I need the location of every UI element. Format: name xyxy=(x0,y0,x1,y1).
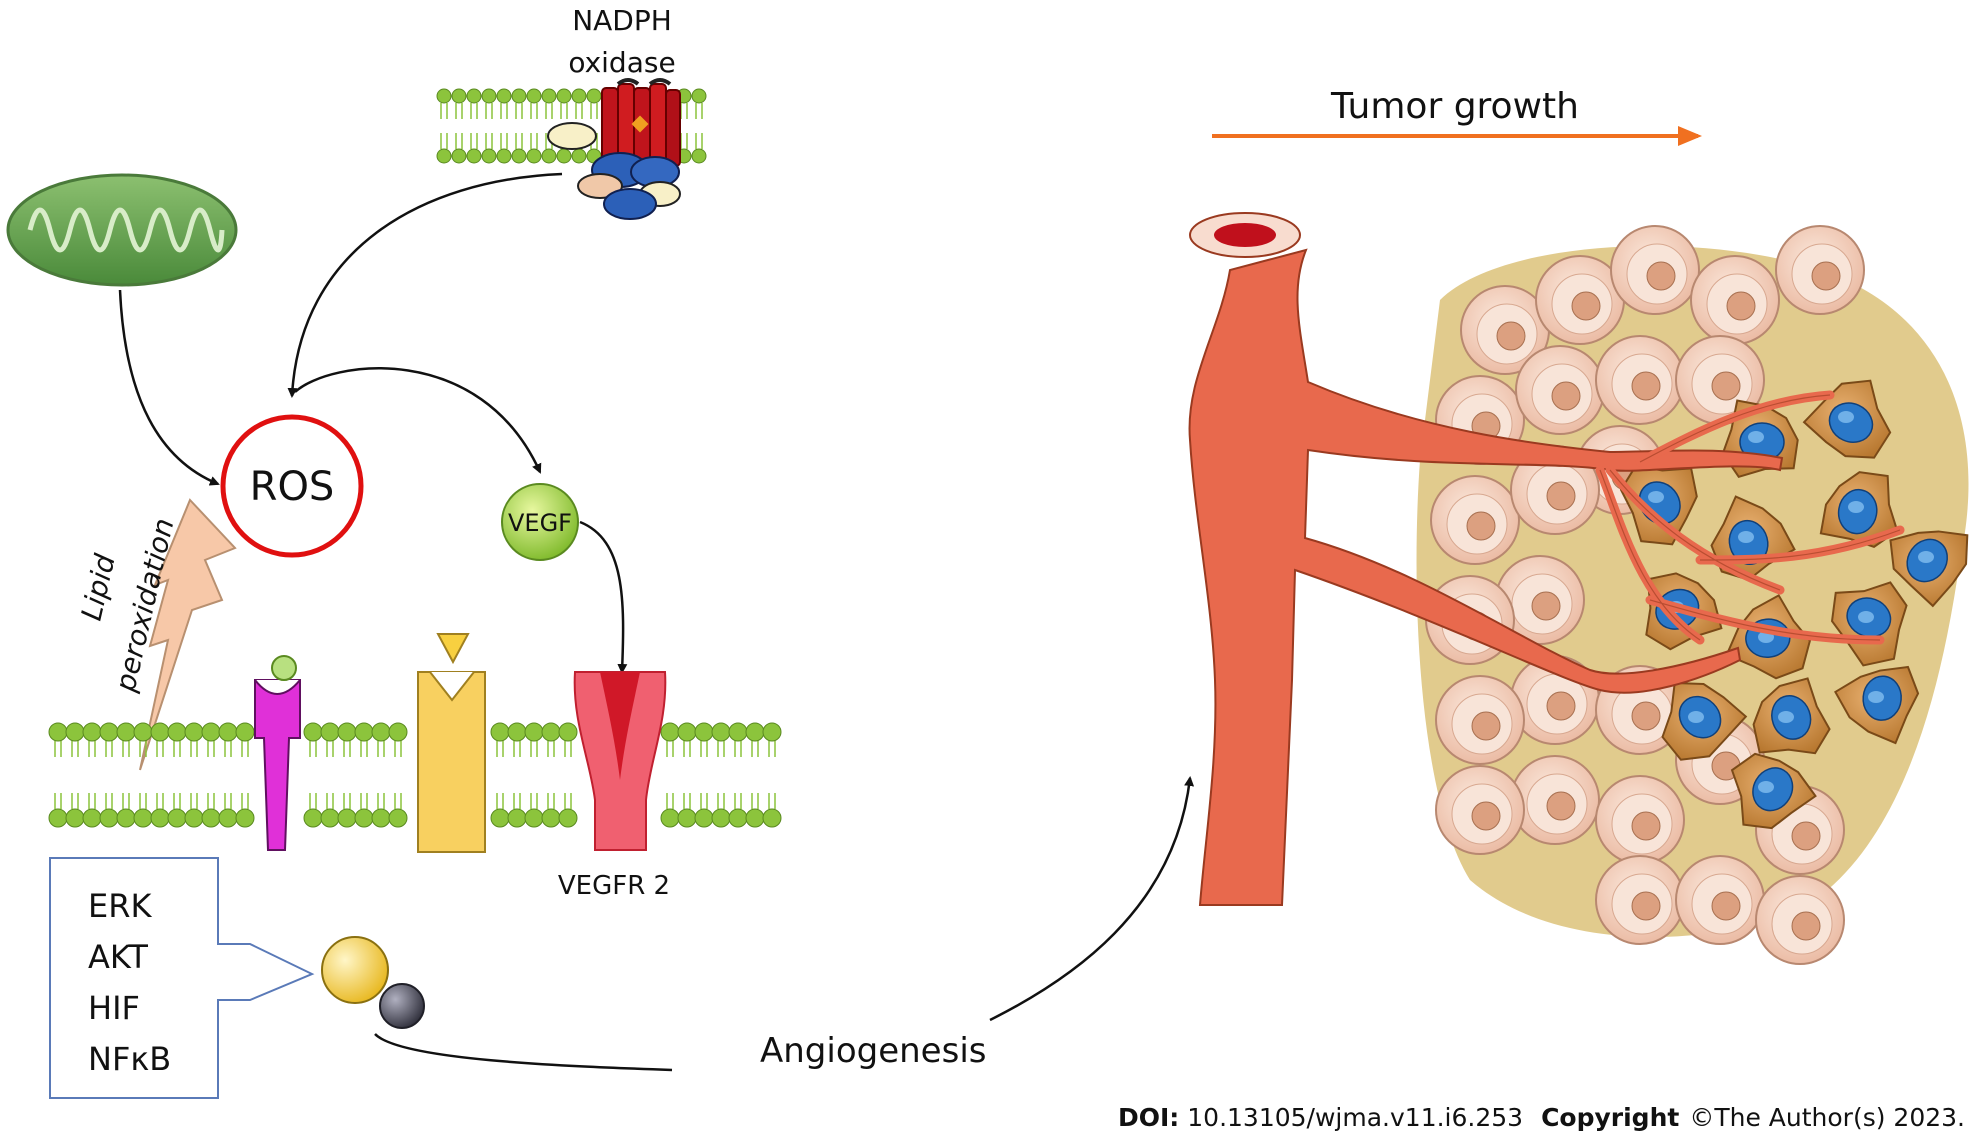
tumor-growth-label: Tumor growth xyxy=(1330,86,1579,127)
pathway-item-erk: ERK xyxy=(88,887,152,925)
normal-cells-group xyxy=(1425,225,1865,965)
nadph-membrane xyxy=(436,88,707,164)
vegfr2-receptor-icon: VEGFR 2 xyxy=(558,671,670,901)
lightning-icon xyxy=(139,498,237,771)
pathway-item-hif: HIF xyxy=(88,989,140,1027)
pathway-item-akt: AKT xyxy=(88,938,148,976)
signal-ball-gray-icon xyxy=(379,983,425,1029)
doi-label: DOI: xyxy=(1118,1103,1179,1132)
copyright-label: Copyright xyxy=(1541,1103,1679,1132)
pathway-box: ERK AKT HIF NFκB xyxy=(49,857,315,1099)
lipid-label-line1: Lipid xyxy=(75,551,122,624)
signal-ball-yellow-icon xyxy=(321,936,389,1004)
arrow-nadph-to-ros xyxy=(287,172,563,398)
arrow-angiogenesis-to-vessel xyxy=(989,776,1195,1022)
vegfr2-label: VEGFR 2 xyxy=(558,871,670,901)
arrow-ros-to-vegf xyxy=(294,367,542,474)
tumor-tissue xyxy=(1416,225,1969,965)
receptor-yellow-icon xyxy=(417,633,486,853)
blood-vessel-icon xyxy=(1188,212,1905,906)
nadph-label-line2: oxidase xyxy=(568,46,675,79)
vegf-node: VEGF xyxy=(501,483,579,561)
angiogenesis-label: Angiogenesis xyxy=(760,1031,986,1071)
vegf-label: VEGF xyxy=(508,509,572,537)
arrow-mito-to-ros xyxy=(118,289,220,486)
footer-citation: DOI: 10.13105/wjma.v11.i6.253 Copyright ©Th… xyxy=(1118,1103,1965,1132)
copyright-value: ©The Author(s) 2023. xyxy=(1689,1103,1965,1132)
angiogenesis-baseline xyxy=(374,1033,673,1072)
ros-label: ROS xyxy=(250,464,335,510)
mitochondria-icon xyxy=(6,173,238,287)
ros-node: ROS xyxy=(220,414,364,558)
nadph-label-line1: NADPH xyxy=(572,4,672,37)
nadph-oxidase-complex-icon xyxy=(547,78,681,220)
receptor-magenta-icon xyxy=(254,655,301,851)
pathway-item-nfkb: NFκB xyxy=(88,1040,171,1078)
tumor-cells-group xyxy=(1619,379,1969,830)
arrow-vegf-to-vegfr2 xyxy=(579,520,628,674)
cell-membrane xyxy=(48,722,782,828)
doi-value: 10.13105/wjma.v11.i6.253 xyxy=(1187,1103,1523,1132)
